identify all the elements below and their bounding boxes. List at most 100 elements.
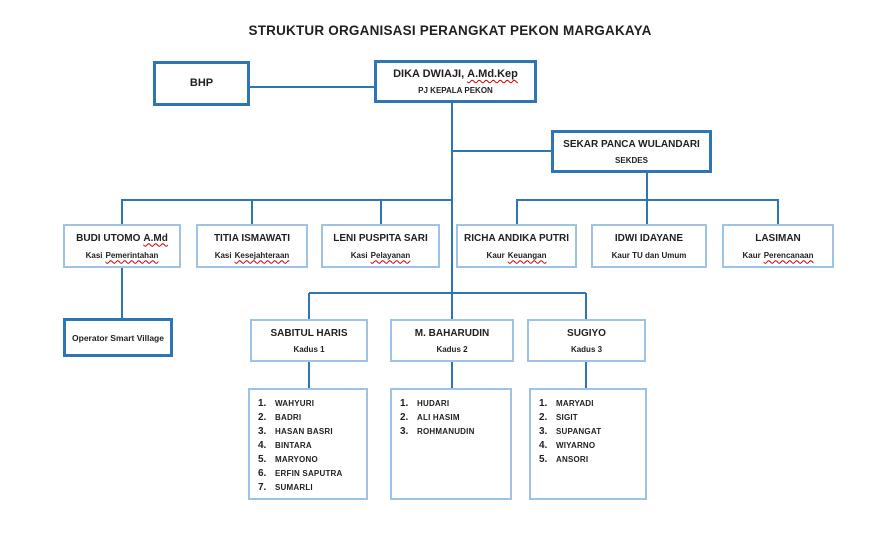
list-item: 5. ANSORI [539, 454, 641, 465]
officer-role-text: Kaur TU dan Umum [611, 250, 687, 260]
kepala-pekon-name-text: DIKA DWIAJI, [393, 67, 465, 80]
box-kaur-tu-umum: IDWI IDAYANE Kaur TU dan Umum [591, 224, 707, 268]
officer-role-text: Kaur [486, 250, 505, 260]
officer-role-text: Kaur [742, 250, 761, 260]
officer-role-word: Pemerintahan [105, 250, 159, 260]
officer-name: TITIA ISMAWATI [214, 233, 290, 244]
box-kadus-1: SABITUL HARIS Kadus 1 [250, 319, 368, 362]
member-number: 4. [539, 440, 548, 451]
member-number: 6. [258, 468, 267, 479]
member-name: ALI HASIM [417, 413, 460, 422]
bhp-label: BHP [189, 77, 214, 90]
officer-role-word: Keuangan [507, 250, 547, 260]
member-number: 2. [400, 412, 409, 423]
member-name: WIYARNO [556, 441, 596, 450]
officer-role-word: Kesejahteraan [234, 250, 290, 260]
officer-role-text: Kasi [214, 250, 232, 260]
box-operator-smart-village: Operator Smart Village [63, 318, 173, 357]
member-name: MARYADI [556, 399, 594, 408]
list-item: 1. MARYADI [539, 398, 641, 409]
list-item: 7. SUMARLI [258, 482, 362, 493]
kadus-name: SUGIYO [567, 327, 606, 339]
officer-name: LASIMAN [755, 233, 801, 244]
member-name: SUPANGAT [556, 427, 602, 436]
member-number: 3. [539, 426, 548, 437]
sekdes-role: SEKDES [615, 155, 648, 165]
officer-name-text: RICHA ANDIKA PUTRI [464, 232, 569, 244]
officer-name-text: BUDI UTOMO [76, 232, 141, 244]
kadus-role: Kadus 3 [570, 344, 603, 354]
officer-name-text: TITIA ISMAWATI [213, 232, 291, 244]
box-kepala-pekon: DIKA DWIAJI,A.Md.Kep PJ KEPALA PEKON [374, 60, 537, 103]
box-bhp: BHP [153, 61, 250, 106]
member-list-kadus-1: 1. WAHYURI 2. BADRI 3.HASAN BASRI 4. BINTAR… [248, 388, 368, 500]
box-kadus-3: SUGIYO Kadus 3 [527, 319, 646, 362]
sekdes-name: SEKAR PANCA WULANDARI [563, 138, 700, 150]
officer-role-text: Kasi [350, 250, 368, 260]
officer-role-text: Kasi [85, 250, 103, 260]
kadus-name: M. BAHARUDIN [414, 327, 490, 339]
member-number: 1. [258, 398, 267, 409]
officer-role-word: Pelayanan [370, 250, 411, 260]
kadus-role: Kadus 2 [436, 344, 468, 354]
officer-name-text: IDWI IDAYANE [614, 232, 684, 244]
kepala-pekon-name-degree: A.Md.Kep [467, 67, 518, 80]
member-name: BINTARA [275, 441, 312, 450]
kadus-role: Kadus 1 [293, 344, 325, 354]
member-name: ANSORI [556, 455, 589, 464]
member-name: WAHYURI [275, 399, 315, 408]
member-number: 5. [258, 454, 267, 465]
member-number: 2. [258, 412, 267, 423]
member-name: MARYONO [275, 455, 318, 464]
list-item: 1. HUDARI [400, 398, 506, 409]
list-item: 3.HASAN BASRI [258, 426, 362, 437]
box-kadus-2: M. BAHARUDIN Kadus 2 [390, 319, 514, 362]
kadus-name: SABITUL HARIS [270, 327, 348, 339]
list-item: 2. SIGIT [539, 412, 641, 423]
officer-name-degree: A.Md [143, 232, 168, 244]
list-item: 5. MARYONO [258, 454, 362, 465]
officer-name: IDWI IDAYANE [615, 233, 683, 244]
member-list-kadus-2: 1. HUDARI 2. ALI HASIM 3. ROHMANUDIN [390, 388, 512, 500]
member-number: 2. [539, 412, 548, 423]
member-name: HUDARI [417, 399, 450, 408]
member-name: BADRI [275, 413, 302, 422]
kepala-pekon-role: PJ KEPALA PEKON [418, 86, 493, 96]
page-title: STRUKTUR ORGANISASI PERANGKAT PEKON MARG… [248, 23, 652, 38]
member-number: 1. [539, 398, 548, 409]
list-item: 4. BINTARA [258, 440, 362, 451]
member-number: 3. [258, 426, 267, 437]
member-name: ROHMANUDIN [417, 427, 475, 436]
officer-name-text: LENI PUSPITA SARI [333, 232, 428, 244]
member-list-kadus-3: 1. MARYADI 2. SIGIT 3. SUPANGAT 4. WIYARNO 5… [529, 388, 647, 500]
operator-label: Operator Smart Village [72, 332, 164, 343]
list-item: 3. SUPANGAT [539, 426, 641, 437]
list-item: 2. ALI HASIM [400, 412, 506, 423]
member-number: 4. [258, 440, 267, 451]
box-sekdes: SEKAR PANCA WULANDARI SEKDES [551, 130, 712, 173]
member-number: 7. [258, 482, 267, 493]
kepala-pekon-name: DIKA DWIAJI,A.Md.Kep [393, 68, 518, 80]
member-number: 1. [400, 398, 409, 409]
member-number: 3. [400, 426, 409, 437]
member-name: SUMARLI [275, 483, 313, 492]
member-name: ERFIN SAPUTRA [275, 469, 343, 478]
list-item: 3. ROHMANUDIN [400, 426, 506, 437]
officer-name-text: LASIMAN [755, 232, 801, 244]
member-name: SIGIT [556, 413, 578, 422]
list-item: 6. ERFIN SAPUTRA [258, 468, 362, 479]
list-item: 4. WIYARNO [539, 440, 641, 451]
member-number: 5. [539, 454, 548, 465]
